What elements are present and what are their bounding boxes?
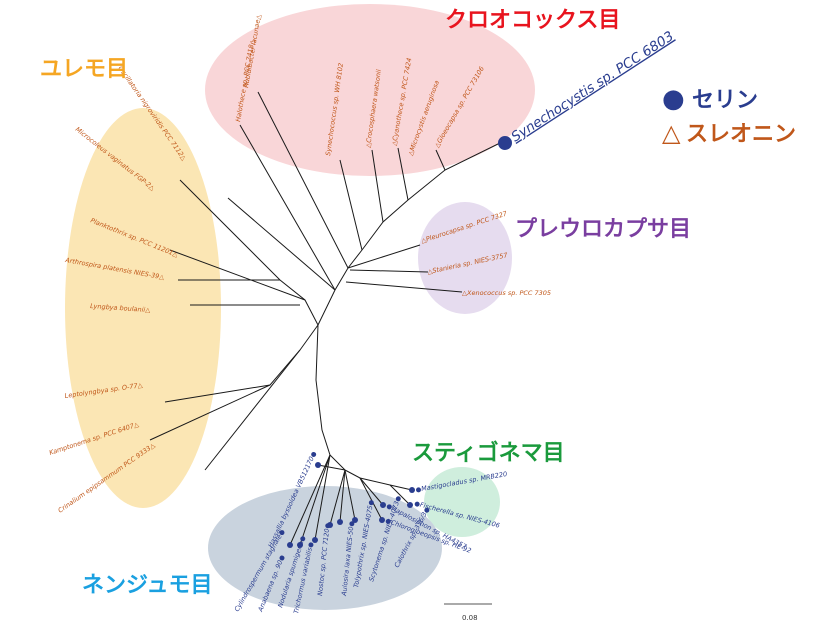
leaf-marker (379, 517, 385, 523)
leaf-marker (315, 462, 321, 468)
leaf-marker (407, 502, 413, 508)
scale-bar-label: 0.08 (462, 614, 478, 622)
serine-legend-marker: ● (662, 84, 685, 114)
group-title-chroococcales: クロオコックス目 (445, 8, 620, 33)
leaf-marker (337, 519, 343, 525)
pleurocapsales-ellipse (418, 202, 512, 314)
threonine-legend-marker: △ (662, 119, 681, 147)
serine-markers (287, 136, 512, 548)
synechocystis-marker (498, 136, 512, 150)
leaf-marker (380, 502, 386, 508)
stigonematales-ellipse (424, 467, 500, 537)
nostocales-ellipse (208, 486, 442, 610)
tree-branches (149, 91, 501, 546)
leaf-marker (352, 517, 358, 523)
scale-bar: 0.08 (444, 603, 492, 622)
threonine-legend-label: スレオニン (686, 122, 796, 147)
chroococcales-ellipse (205, 4, 535, 176)
leaf-marker (327, 522, 333, 528)
legend: ● セリン △ スレオニン (662, 84, 796, 147)
oscillatoriales-ellipse (65, 108, 221, 508)
leaf-marker (297, 542, 303, 548)
group-title-pleurocapsales: プレウロカプサ目 (515, 217, 691, 242)
leaf-marker (287, 542, 293, 548)
leaf-label: △Xenococcus sp. PCC 7305 (462, 289, 551, 297)
group-title-nostocales: ネンジュモ目 (82, 573, 212, 598)
leaf-marker (312, 537, 318, 543)
group-title-oscillatoriales: ユレモ目 (40, 57, 128, 82)
leaf-marker (409, 487, 415, 493)
group-title-stigonematales: スティゴネマ目 (412, 440, 565, 466)
serine-legend-label: セリン (692, 88, 758, 113)
